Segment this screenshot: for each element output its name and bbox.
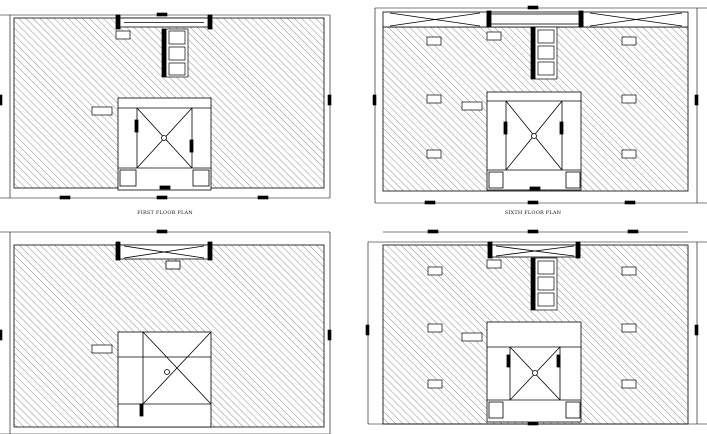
top-balcony xyxy=(382,10,689,28)
plan-sixth-floor: SIXTH FLOOR PLAN xyxy=(372,5,707,216)
plan-lower-left xyxy=(0,229,332,434)
top-balcony xyxy=(115,14,213,30)
window-symbol xyxy=(91,30,131,116)
dimension-lines xyxy=(0,12,332,200)
top-balcony xyxy=(487,241,581,259)
window-symbol xyxy=(91,344,113,354)
dimension-lines xyxy=(372,5,707,205)
lift-core xyxy=(486,91,582,191)
column-markers xyxy=(427,259,637,389)
plan-lower-right xyxy=(365,229,707,426)
lift-core xyxy=(117,97,212,191)
plan-caption-sixth: SIXTH FLOOR PLAN xyxy=(505,210,562,216)
top-balcony xyxy=(115,241,213,270)
stair-unit xyxy=(161,28,189,78)
column-markers xyxy=(426,31,637,159)
stair-unit xyxy=(530,257,558,311)
stair-unit xyxy=(530,26,558,80)
plan-first-floor: FIRST FLOOR PLAN xyxy=(0,12,332,216)
lift-core xyxy=(486,321,582,423)
plan-caption-first: FIRST FLOOR PLAN xyxy=(137,210,193,216)
lift-core xyxy=(117,331,212,428)
